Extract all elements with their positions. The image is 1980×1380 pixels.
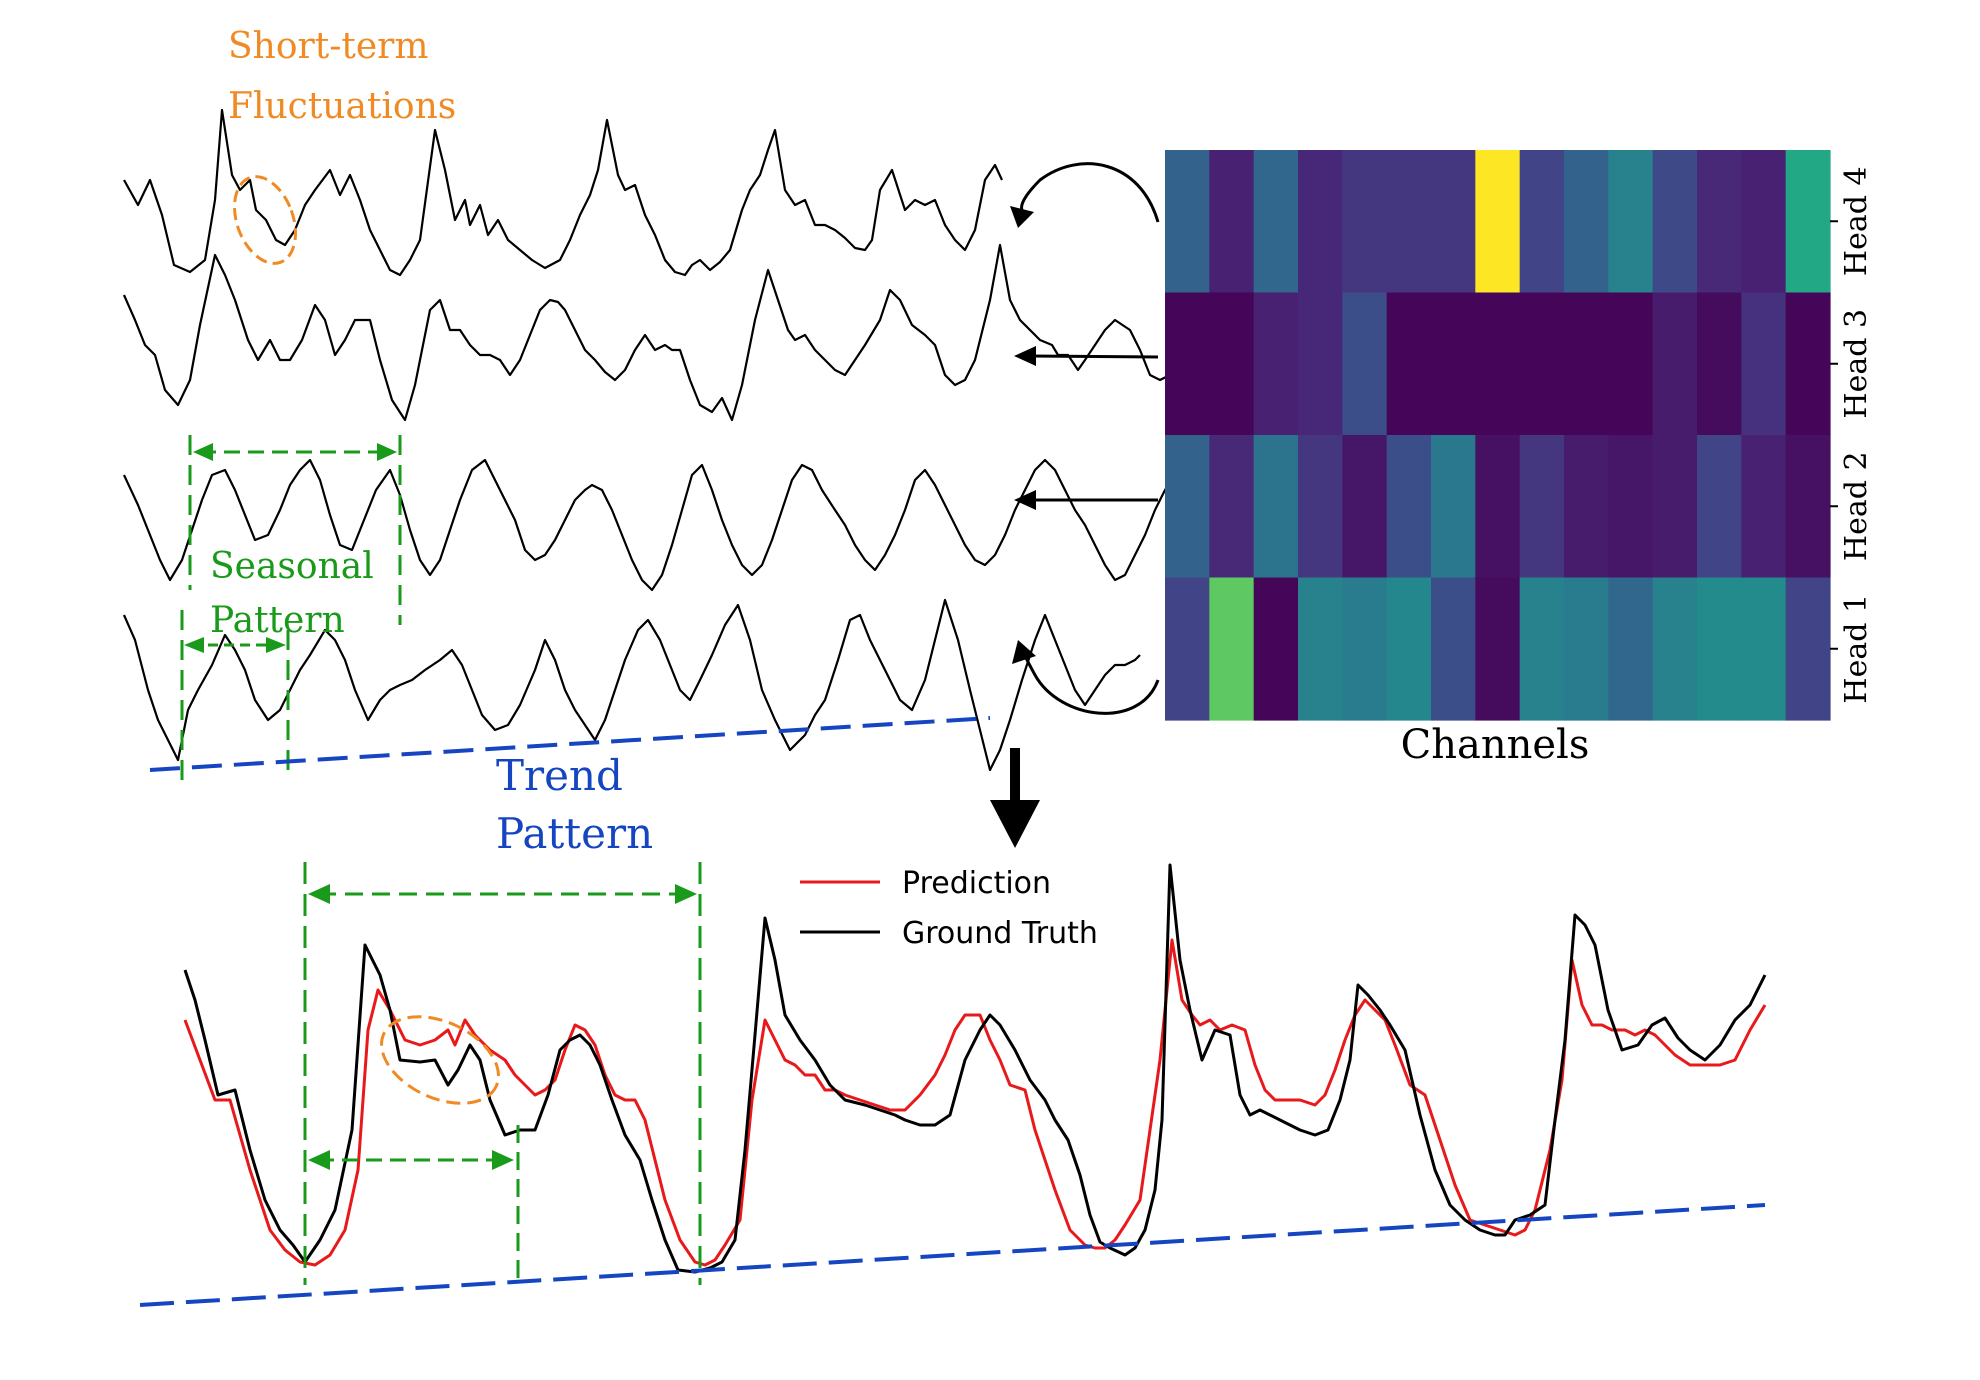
head-label: Head 3 xyxy=(1839,309,1874,419)
heatmap-cell xyxy=(1475,150,1521,294)
arrow-head-3 xyxy=(1029,354,1159,359)
heatmap-cell xyxy=(1431,577,1476,721)
short-term-label-line2: Fluctuations xyxy=(228,86,456,127)
head-arrows xyxy=(1010,162,1160,715)
heatmap-cell xyxy=(1608,577,1654,721)
heatmap-cell xyxy=(1298,577,1343,721)
heatmap-cell xyxy=(1165,150,1210,294)
heatmap-cell xyxy=(1386,577,1432,721)
seasonal-markers-top xyxy=(180,435,402,780)
bottom-plot xyxy=(183,863,1767,1274)
heatmap-cell xyxy=(1697,577,1742,721)
heatmap-cell xyxy=(1165,435,1210,579)
heatmap-cell xyxy=(1209,577,1255,721)
heatmap-cell xyxy=(1253,150,1299,294)
heatmap-cell xyxy=(1564,292,1609,436)
heatmap-cell xyxy=(1697,150,1742,294)
heatmap-cell xyxy=(1741,435,1787,579)
series-head-1 xyxy=(122,598,1141,772)
short-term-label-line1: Short-term xyxy=(228,26,428,67)
heatmap-cell xyxy=(1519,435,1565,579)
head-label: Head 1 xyxy=(1839,594,1874,704)
head-label: Head 2 xyxy=(1839,451,1874,561)
heatmap-cell xyxy=(1386,435,1432,579)
heatmap-cell xyxy=(1608,150,1654,294)
heatmap-cell xyxy=(1386,150,1432,294)
heatmap-cell xyxy=(1564,577,1609,721)
trend-label-line2: Pattern xyxy=(496,809,653,858)
heatmap-cell xyxy=(1165,577,1210,721)
series-head-4 xyxy=(123,108,1003,277)
heatmap-cell xyxy=(1298,150,1343,294)
head-label: Head 4 xyxy=(1839,166,1874,276)
heatmap-cell xyxy=(1475,292,1521,436)
heatmap-cell xyxy=(1741,292,1787,436)
heatmap-cell xyxy=(1431,292,1476,436)
arrow-head-1 xyxy=(1022,651,1160,715)
prediction-line xyxy=(183,938,1767,1267)
attention-heatmap xyxy=(1165,150,1831,721)
heatmap-cell xyxy=(1741,577,1787,721)
heatmap-cell xyxy=(1342,150,1388,294)
seasonal-label-line2: Pattern xyxy=(210,600,345,641)
seasonal-markers-bottom xyxy=(303,862,702,1285)
heatmap-cell xyxy=(1785,577,1831,721)
heatmap-cell xyxy=(1785,292,1831,436)
heatmap-cell xyxy=(1519,150,1565,294)
heatmap-cell xyxy=(1564,435,1609,579)
heatmap-cell xyxy=(1564,150,1609,294)
down-arrow xyxy=(990,748,1040,848)
heatmap-cell xyxy=(1298,435,1343,579)
heatmap-cell xyxy=(1652,150,1698,294)
heatmap-cell xyxy=(1253,577,1299,721)
ground-truth-line xyxy=(183,863,1767,1274)
heatmap-xlabel: Channels xyxy=(1401,722,1590,768)
heatmap-cell xyxy=(1785,435,1831,579)
heatmap-cell xyxy=(1697,292,1742,436)
heatmap-cell xyxy=(1519,292,1565,436)
heatmap-cell xyxy=(1608,292,1654,436)
heatmap-cell xyxy=(1741,150,1787,294)
heatmap-cell xyxy=(1652,435,1698,579)
trend-line-bottom xyxy=(139,1203,1766,1307)
heatmap-cell xyxy=(1253,292,1299,436)
legend: Prediction Ground Truth xyxy=(800,866,1098,951)
heatmap-cell xyxy=(1209,292,1255,436)
heatmap-cell xyxy=(1298,292,1343,436)
heatmap-cell xyxy=(1475,577,1521,721)
seasonal-label-line1: Seasonal xyxy=(210,546,374,587)
heatmap-head-labels: Head 4 Head 3 Head 2 Head 1 xyxy=(1830,166,1874,704)
heatmap-cell xyxy=(1165,292,1210,436)
heatmap-cell xyxy=(1697,435,1742,579)
heatmap-cell xyxy=(1342,292,1388,436)
heatmap-cell xyxy=(1253,435,1299,579)
short-term-ellipse-bottom xyxy=(380,1015,500,1105)
heatmap-cell xyxy=(1209,150,1255,294)
arrow-head-4 xyxy=(1020,162,1160,223)
trend-label-line1: Trend xyxy=(496,751,623,800)
short-term-ellipse-top xyxy=(233,175,297,265)
heatmap-cell xyxy=(1342,435,1388,579)
heatmap-cell xyxy=(1608,435,1654,579)
heatmap-cell xyxy=(1431,150,1476,294)
heatmap-cell xyxy=(1519,577,1565,721)
heatmap-cell xyxy=(1342,577,1388,721)
heatmap-cell xyxy=(1209,435,1255,579)
heatmap-cell xyxy=(1785,150,1831,294)
heatmap-cell xyxy=(1475,435,1521,579)
legend-ground-truth-label: Ground Truth xyxy=(902,916,1098,951)
heatmap-cell xyxy=(1386,292,1432,436)
trend-line-top xyxy=(149,716,991,772)
heatmap-cell xyxy=(1431,435,1476,579)
legend-prediction-label: Prediction xyxy=(902,866,1051,901)
heatmap-cell xyxy=(1652,292,1698,436)
heatmap-cell xyxy=(1652,577,1698,721)
